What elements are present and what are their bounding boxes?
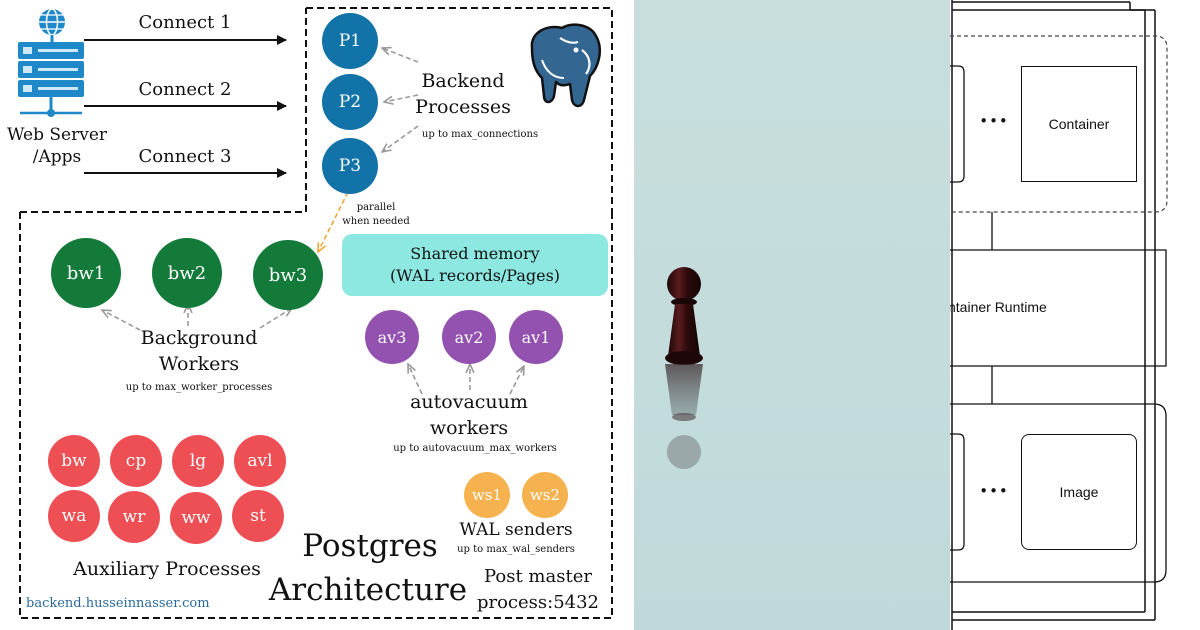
diagram-title: Postgres [302,528,438,564]
auxiliary-process-wa: wa [48,490,100,542]
background-workers-label: Background [140,327,258,349]
parallel-label-2: when needed [342,216,410,227]
auxiliary-process-lg: lg [172,435,224,487]
connect-1-label: Connect 1 [138,12,232,33]
autovacuum-limit: up to autovacuum_max_workers [393,443,557,454]
background-workers-label-2: Workers [158,353,240,375]
shared-memory-title: Shared memory [410,244,540,263]
web-server-label-2: /Apps [32,147,82,167]
container-diagram-frame [950,0,1168,630]
backend-process-p2: P2 [322,74,378,130]
diagram-title-2: Architecture [268,572,468,608]
background-worker-bw3: bw3 [253,240,323,310]
auxiliary-process-st: st [232,490,284,542]
backend-process-p1: P1 [322,13,378,69]
backend-limit-label: up to max_connections [421,129,539,140]
autovacuum-label: autovacuum [410,391,528,413]
container-box: Container [1021,66,1137,182]
container-architecture-diagram: ••• Container ntainer Runtime ••• Image [950,0,1200,630]
container-ellipsis: ••• [979,112,1009,130]
background-worker-bw2: bw2 [152,238,222,308]
autovacuum-worker-av1: av1 [509,310,563,364]
auxiliary-process-ww: ww [170,492,222,544]
diagram-connectors [19,7,613,619]
wal-sender-ws2: ws2 [522,472,568,518]
background-worker-bw1: bw1 [51,238,121,308]
auxiliary-process-bw: bw [48,435,100,487]
wal-senders-label: WAL senders [459,520,573,540]
image-box: Image [1021,434,1137,550]
backend-processes-label-2: Processes [415,96,511,118]
chess-pawn-photo [634,0,950,630]
backend-process-p3: P3 [322,138,378,194]
parallel-label: parallel [356,202,396,213]
web-server-icon [18,8,84,117]
postgres-architecture-diagram: Web Server /Apps Connect 1 Connect 2 Con… [6,7,613,619]
shared-memory-subtitle: (WAL records/Pages) [389,266,561,285]
web-server-label: Web Server [6,125,108,145]
autovacuum-worker-av3: av3 [365,310,419,364]
wal-sender-ws1: ws1 [464,472,510,518]
background-workers-limit: up to max_worker_processes [125,382,273,393]
autovacuum-label-2: workers [429,417,509,439]
wal-senders-limit: up to max_wal_senders [457,544,575,555]
auxiliary-process-cp: cp [110,435,162,487]
auxiliary-processes-label: Auxiliary Processes [73,558,261,580]
shared-memory-box: Shared memory (WAL records/Pages) [342,234,608,296]
postmaster-label-2: process:5432 [476,592,600,613]
image-ellipsis: ••• [979,482,1009,500]
postmaster-boundary [19,7,613,619]
pawn-illustration [665,267,703,469]
postgres-elephant-icon [530,23,601,108]
postmaster-label: Post master [484,566,592,587]
container-runtime-label: ntainer Runtime [950,299,1047,315]
credit-link: backend.husseinnasser.com [26,596,210,611]
backend-processes-label: Backend [421,70,505,92]
autovacuum-worker-av2: av2 [442,310,496,364]
connect-2-label: Connect 2 [138,79,232,100]
connect-3-label: Connect 3 [138,146,232,167]
auxiliary-process-wr: wr [108,491,160,543]
auxiliary-process-avl: avl [234,435,286,487]
